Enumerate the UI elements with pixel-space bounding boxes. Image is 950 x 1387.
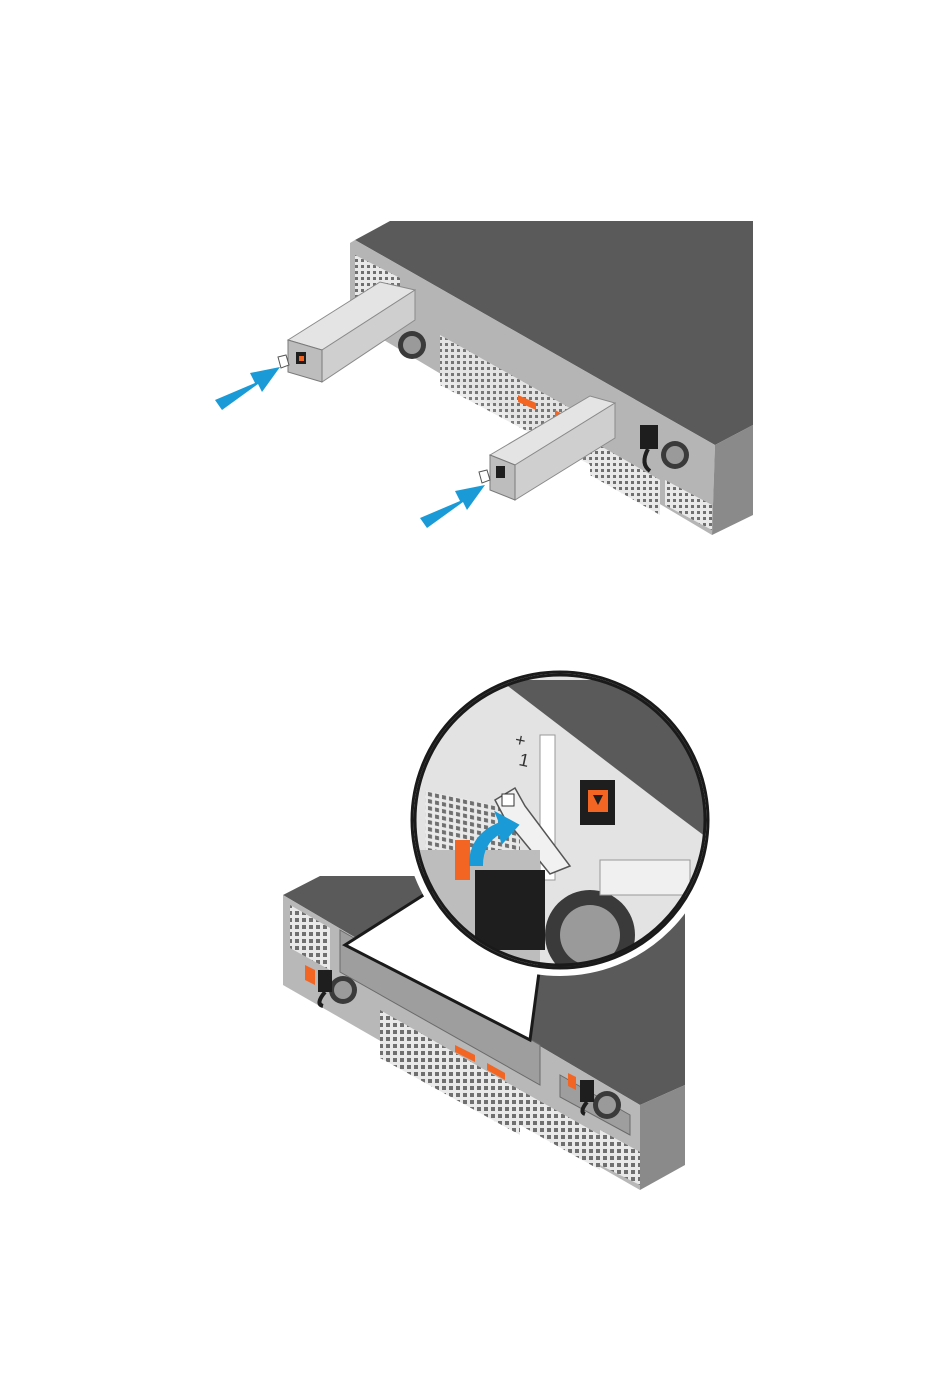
- orange-tab: [455, 840, 470, 880]
- psu-handle: [479, 470, 490, 483]
- insert-psu-illustration: [0, 200, 950, 560]
- power-socket: [640, 425, 658, 449]
- power-socket: [580, 1080, 594, 1102]
- push-arrow: [420, 485, 485, 528]
- handle-release-tab: [502, 794, 514, 806]
- psu-connector: [496, 466, 505, 478]
- secure-latch-illustration: + 1: [0, 660, 950, 1200]
- power-socket: [318, 970, 332, 992]
- push-arrow: [215, 367, 280, 410]
- power-supply-module-1: [278, 282, 415, 382]
- power-socket: [475, 870, 545, 950]
- psu-handle: [278, 355, 289, 368]
